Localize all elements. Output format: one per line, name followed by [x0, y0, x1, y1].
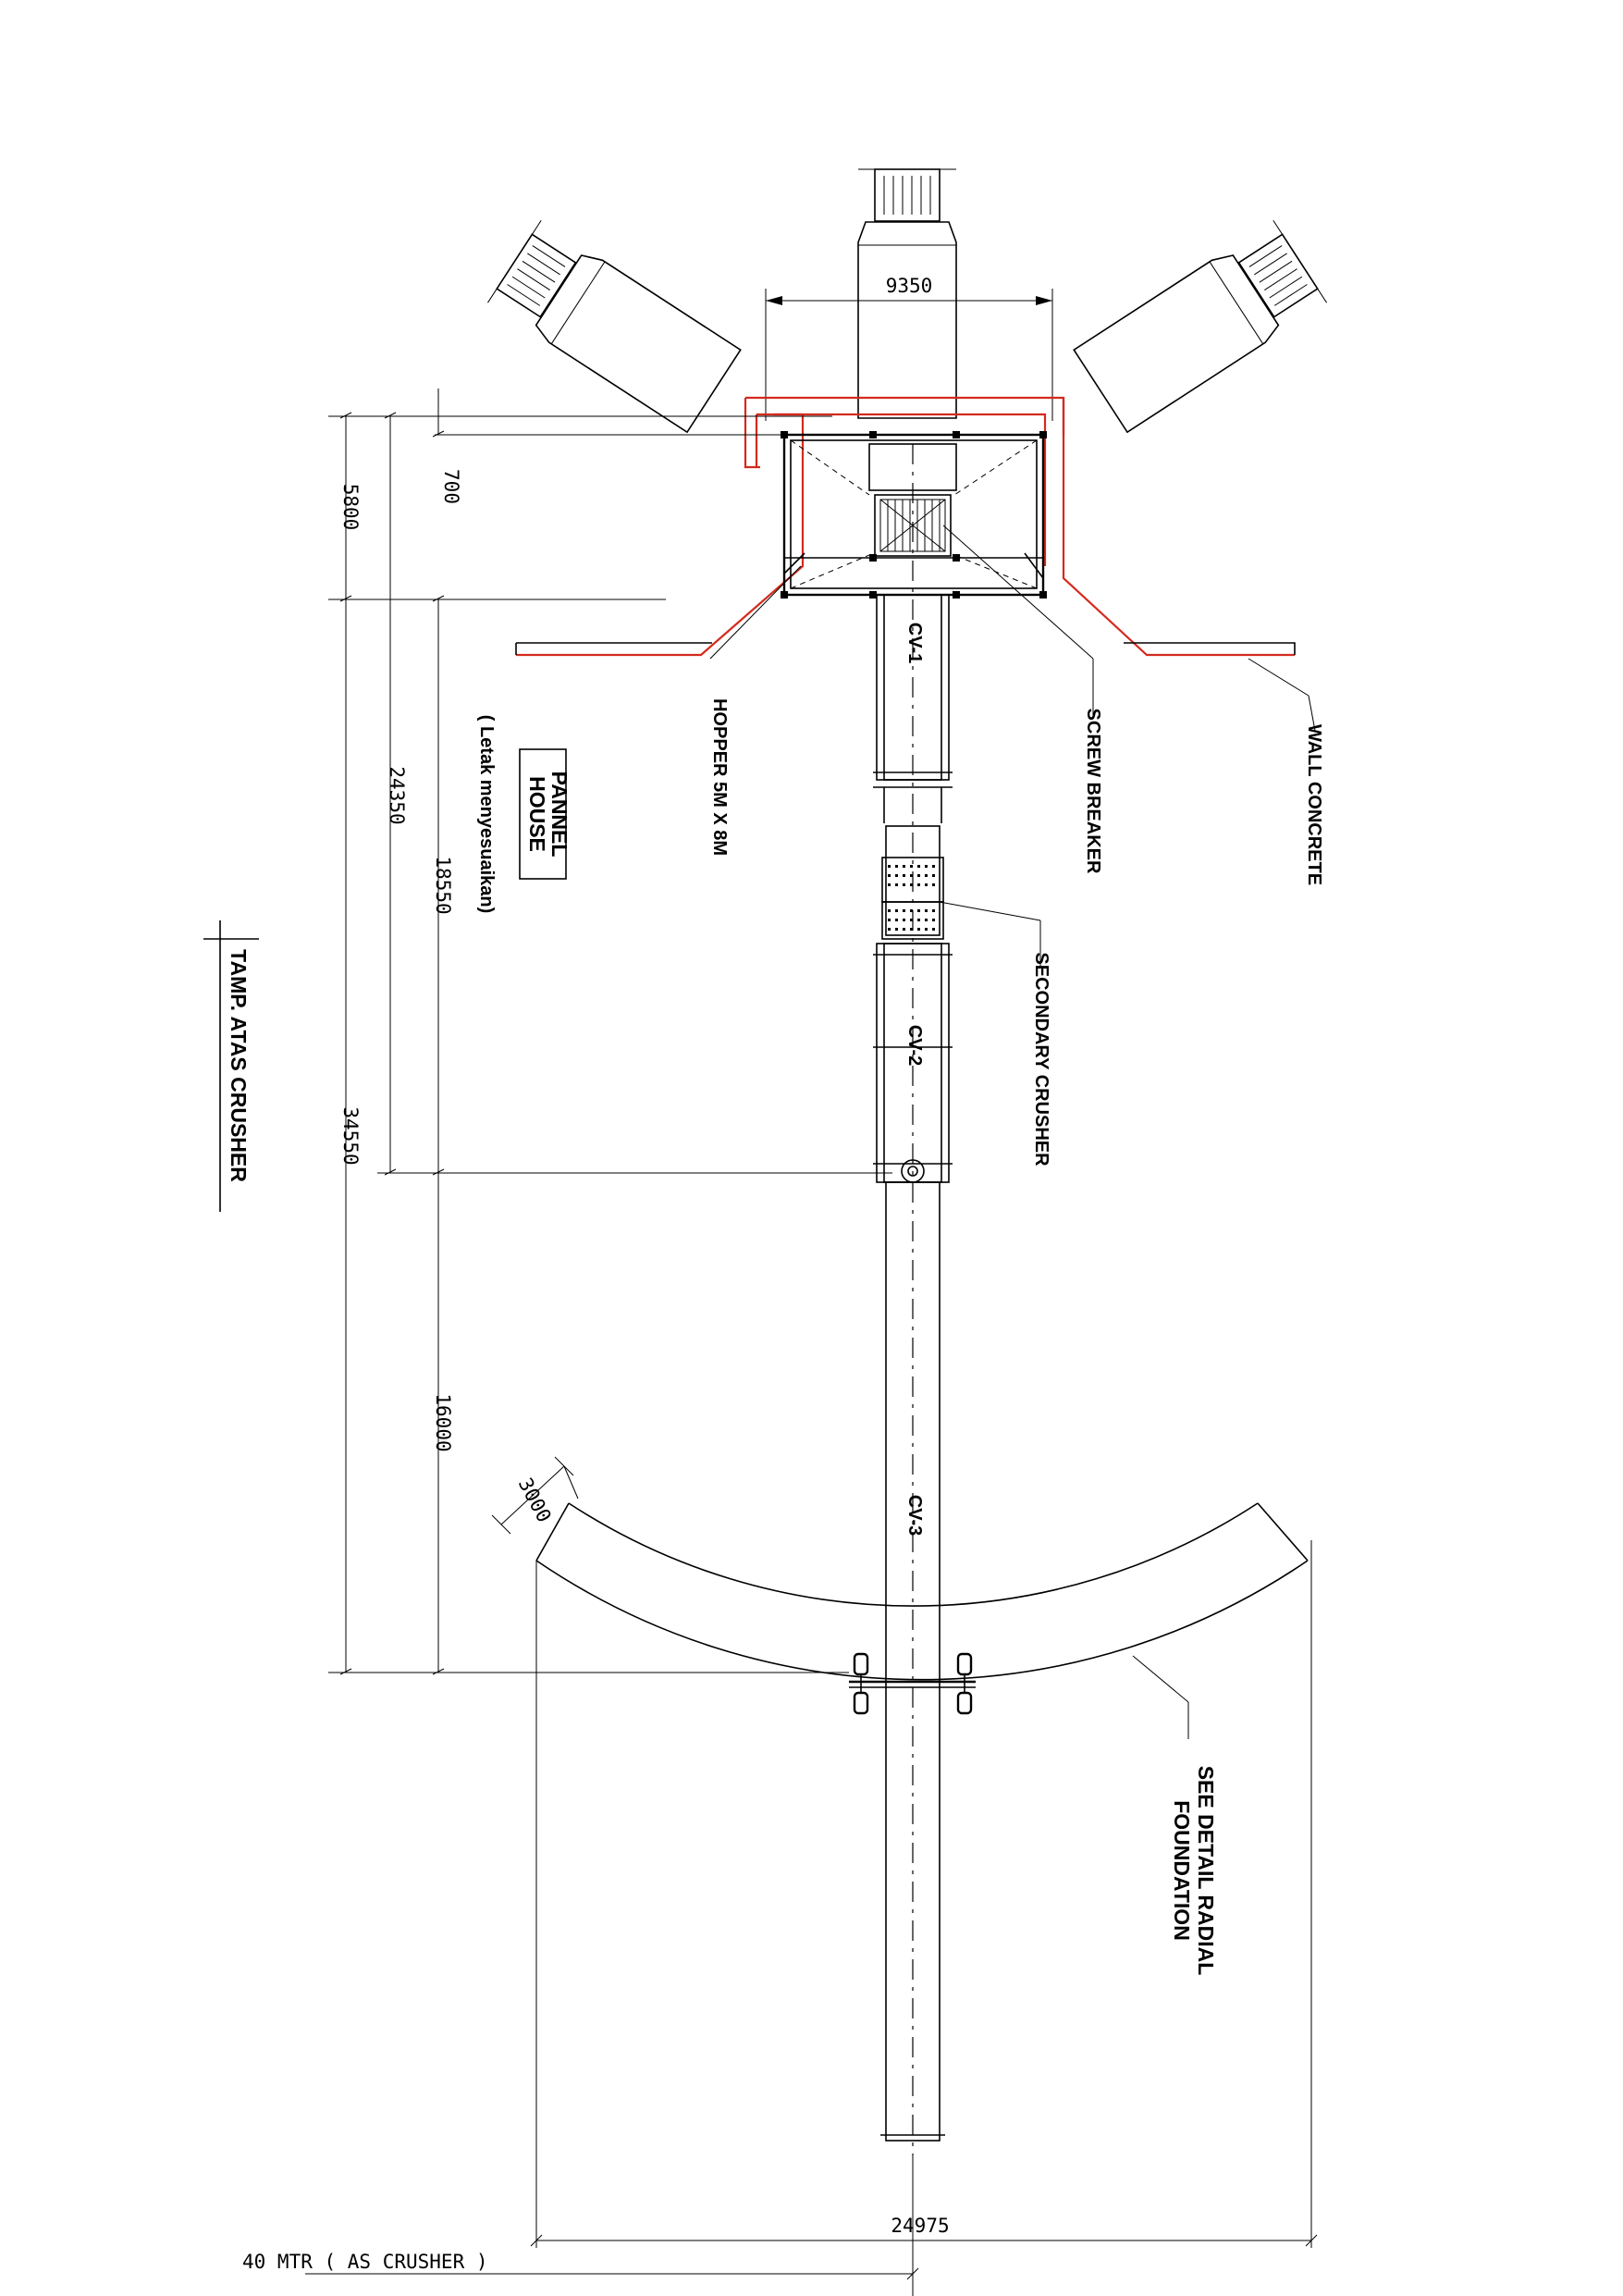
dim-34550: 34550	[339, 1106, 362, 1165]
dim-16000: 16000	[432, 1393, 454, 1451]
pannel-house-line1: PANNEL	[547, 772, 572, 858]
scale-reference	[305, 2155, 919, 2296]
dim-5800: 5800	[339, 484, 362, 531]
dim-3000: 3000	[514, 1475, 556, 1526]
dimension-9350: 9350	[765, 275, 1053, 421]
top-truck-bay	[857, 168, 957, 419]
view-title: TAMP. ATAS CRUSHER	[227, 949, 251, 1182]
screw-breaker-label: SCREW BREAKER	[1083, 709, 1103, 874]
left-truck-bay	[487, 220, 742, 434]
radial-label-line2: FOUNDATION	[1170, 1800, 1194, 1941]
scale-note: 40 MTR ( AS CRUSHER )	[242, 2251, 488, 2273]
dim-24350: 24350	[386, 766, 408, 824]
dim-24975: 24975	[891, 2215, 949, 2237]
pannel-note: ( Letak menyesuaikan)	[476, 715, 497, 914]
secondary-crusher-label: SECONDARY CRUSHER	[1031, 952, 1051, 1167]
hopper-label: HOPPER 5M X 8M	[709, 698, 730, 856]
dim-9350-text: 9350	[886, 275, 933, 297]
radial-foundation	[535, 1502, 1312, 2248]
dim-18550: 18550	[432, 856, 454, 914]
left-dimensions	[328, 389, 892, 1675]
cv1-label: CV-1	[904, 623, 925, 663]
hopper	[781, 431, 1047, 599]
wall-concrete-label: WALL CONCRETE	[1304, 724, 1324, 885]
dimension-24975	[530, 2234, 1318, 2247]
right-truck-bay	[1073, 220, 1327, 434]
cv3-label: CV-3	[904, 1495, 925, 1536]
pannel-house-box	[519, 748, 567, 880]
leader-lines	[709, 525, 1316, 1739]
view-title-mark	[203, 920, 259, 1212]
cv2-label: CV-2	[904, 1025, 925, 1066]
pannel-house-line2: HOUSE	[525, 776, 549, 852]
wall-concrete-outline	[516, 396, 1295, 657]
dim-700: 700	[440, 469, 462, 504]
radial-label-line1: SEE DETAIL RADIAL	[1194, 1766, 1218, 1976]
dimension-3000	[491, 1456, 579, 1535]
wall-concrete-lines	[515, 642, 1296, 655]
wheel-carriage	[849, 1652, 976, 1715]
conveyor-cv1	[873, 594, 953, 823]
